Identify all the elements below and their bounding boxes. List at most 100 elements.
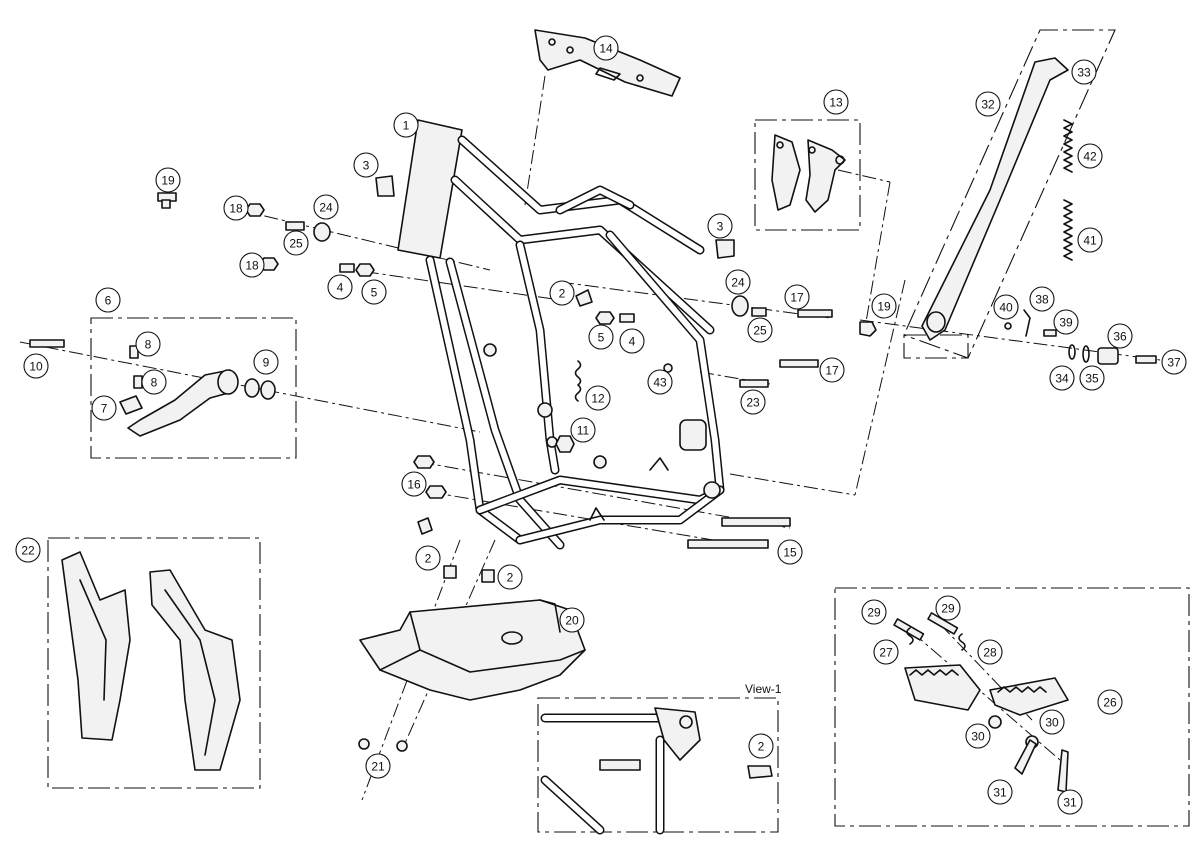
- callout-circle: [223, 195, 249, 221]
- callout-label: 27: [879, 646, 893, 660]
- callout-label: 2: [507, 571, 514, 585]
- callout-40: 40: [993, 294, 1019, 320]
- callout-circle: [823, 89, 849, 115]
- callout-circle: [361, 279, 387, 305]
- callout-37: 37: [1161, 349, 1187, 375]
- callout-41: 41: [1077, 227, 1103, 253]
- callout-label: 38: [1035, 293, 1049, 307]
- callout-22: 22: [15, 537, 41, 563]
- callout-circle: [740, 389, 766, 415]
- callout-label: 14: [599, 42, 613, 56]
- callout-circle: [1079, 365, 1105, 391]
- callout-28: 28: [977, 639, 1003, 665]
- callout-label: 25: [753, 324, 767, 338]
- box-brake-pedal-group: [90, 317, 297, 459]
- callout-18: 18: [223, 195, 249, 221]
- frame-guards: [61, 551, 241, 771]
- view-1-label: View-1: [745, 682, 782, 696]
- callout-label: 2: [758, 740, 765, 754]
- callout-30: 30: [1039, 709, 1065, 735]
- callout-circle: [873, 639, 899, 665]
- fasteners: [157, 175, 877, 752]
- callout-label: 35: [1085, 372, 1099, 386]
- callout-circle: [1077, 143, 1103, 169]
- callout-circle: [819, 357, 845, 383]
- callout-19: 19: [871, 293, 897, 319]
- callout-circle: [393, 112, 419, 138]
- callout-16: 16: [401, 471, 427, 497]
- callout-label: 6: [105, 294, 112, 308]
- brake-pedal: [29, 339, 276, 437]
- callout-31: 31: [987, 779, 1013, 805]
- callout-label: 1: [403, 119, 410, 133]
- callout-label: 30: [971, 730, 985, 744]
- callout-24: 24: [725, 269, 751, 295]
- callout-circle: [777, 539, 803, 565]
- callout-12: 12: [585, 385, 611, 411]
- callout-label: 4: [629, 335, 636, 349]
- callout-label: 30: [1045, 716, 1059, 730]
- callout-34: 34: [1049, 365, 1075, 391]
- callout-30: 30: [965, 723, 991, 749]
- callout-circle: [647, 369, 673, 395]
- callout-label: 39: [1059, 316, 1073, 330]
- callout-7: 7: [91, 395, 117, 421]
- footpegs: [893, 612, 1069, 793]
- side-brackets: [771, 134, 846, 213]
- callout-label: 42: [1083, 150, 1097, 164]
- callout-circle: [1039, 709, 1065, 735]
- group-boxes: [47, 29, 1190, 833]
- callout-label: 8: [151, 376, 158, 390]
- callout-25: 25: [283, 230, 309, 256]
- callout-circle: [975, 91, 1001, 117]
- callout-36: 36: [1107, 323, 1133, 349]
- callout-label: 32: [981, 98, 995, 112]
- callout-label: 8: [145, 338, 152, 352]
- main-frame: [397, 119, 725, 550]
- callout-circle: [1097, 689, 1123, 715]
- callout-39: 39: [1053, 309, 1079, 335]
- callout-label: 33: [1077, 66, 1091, 80]
- callout-18: 18: [239, 252, 265, 278]
- callout-circle: [987, 779, 1013, 805]
- box-side-stand-group: [903, 29, 1116, 359]
- callout-43: 43: [647, 369, 673, 395]
- view-1-detail: [540, 707, 773, 835]
- box-view-1: [537, 697, 779, 833]
- callout-5: 5: [588, 324, 614, 350]
- callout-circle: [1107, 323, 1133, 349]
- callout-circle: [549, 280, 575, 306]
- box-bracket-group: [754, 119, 861, 231]
- callout-21: 21: [365, 753, 391, 779]
- callout-4: 4: [619, 328, 645, 354]
- callout-circle: [95, 287, 121, 313]
- steering-head: [397, 119, 463, 259]
- callout-label: 5: [598, 331, 605, 345]
- side-stand: [921, 57, 1157, 365]
- callout-label: 26: [1103, 696, 1117, 710]
- callout-10: 10: [23, 353, 49, 379]
- callout-17: 17: [819, 357, 845, 383]
- callout-circle: [253, 349, 279, 375]
- callout-6: 6: [95, 287, 121, 313]
- callout-label: 22: [21, 544, 35, 558]
- callout-25: 25: [747, 317, 773, 343]
- callout-label: 15: [783, 546, 797, 560]
- callout-24: 24: [313, 194, 339, 220]
- callout-32: 32: [975, 91, 1001, 117]
- callout-label: 20: [565, 614, 579, 628]
- callout-circle: [747, 317, 773, 343]
- callout-circle: [585, 385, 611, 411]
- callout-label: 31: [993, 786, 1007, 800]
- callout-23: 23: [740, 389, 766, 415]
- callout-42: 42: [1077, 143, 1103, 169]
- callout-circle: [871, 293, 897, 319]
- callout-label: 31: [1063, 796, 1077, 810]
- callout-label: 23: [746, 396, 760, 410]
- callout-circle: [401, 471, 427, 497]
- callout-circle: [588, 324, 614, 350]
- callout-29: 29: [935, 595, 961, 621]
- callout-circle: [1049, 365, 1075, 391]
- callout-label: 21: [371, 760, 385, 774]
